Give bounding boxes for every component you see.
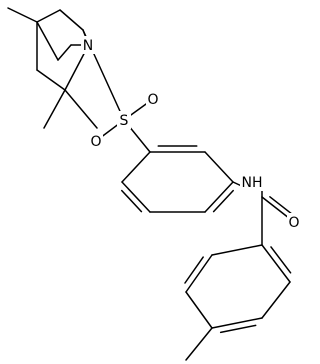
atom-label-nh: NH <box>240 173 264 191</box>
bond-line <box>211 317 263 329</box>
double-bond-line <box>219 324 257 334</box>
bond-line <box>7 7 38 23</box>
atom-label-o-carbonyl: O <box>287 213 301 231</box>
atom-label-s-text: S <box>120 113 129 129</box>
bond-line <box>121 151 151 183</box>
bond-line <box>204 151 234 183</box>
atom-label-nh-text: NH <box>242 175 263 191</box>
bond-line <box>59 9 84 31</box>
double-bond-line <box>269 196 294 216</box>
atom-label-o-upper: O <box>146 90 160 108</box>
bond-line <box>261 281 291 319</box>
bond-line <box>64 89 98 129</box>
atom-label-n-text: N <box>83 38 93 54</box>
atom-label-o-lower: O <box>89 132 103 150</box>
bond-line <box>64 47 88 91</box>
double-bond-line <box>184 256 204 284</box>
bond-line <box>211 244 263 256</box>
bond-line <box>36 9 61 23</box>
bond-line <box>43 89 66 129</box>
atom-label-o-upper-text: O <box>147 92 158 108</box>
bond-line <box>57 44 72 61</box>
bond-line <box>36 69 66 91</box>
double-bond-line <box>212 189 234 213</box>
bond-line <box>185 291 213 329</box>
bond-line <box>204 181 234 213</box>
double-bond-line <box>121 189 143 213</box>
bond-line <box>36 21 59 61</box>
bond-line <box>185 327 213 361</box>
bond-line <box>121 181 151 213</box>
atom-label-o-carbonyl-text: O <box>288 215 299 231</box>
atom-label-n: N <box>81 36 95 54</box>
atom-label-s: S <box>117 111 131 129</box>
atom-label-o-lower-text: O <box>90 134 101 150</box>
double-bond-line <box>270 246 292 274</box>
molecule-diagram: N S O O NH O <box>7 7 301 361</box>
bond-line <box>185 254 213 293</box>
bond-line <box>261 244 291 283</box>
